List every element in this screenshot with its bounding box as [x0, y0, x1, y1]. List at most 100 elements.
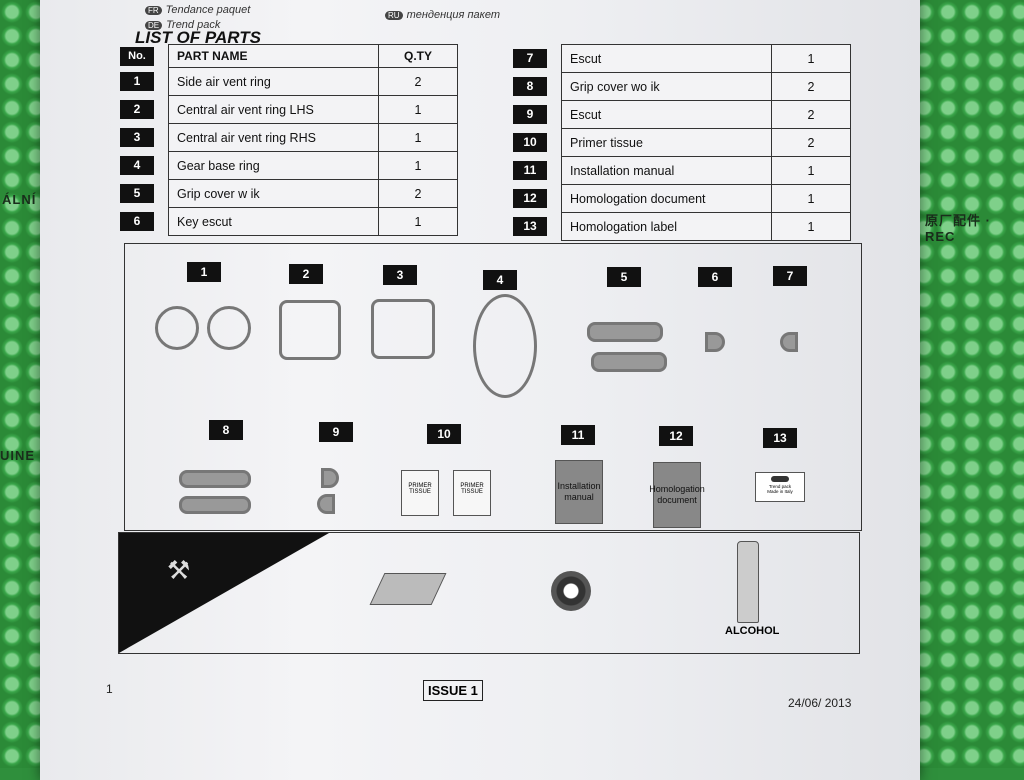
- central-vent-ring-illustration: [279, 300, 341, 360]
- tape-roll-icon: [551, 571, 591, 611]
- part-name: Primer tissue: [561, 128, 772, 157]
- part-name: Homologation label: [561, 212, 772, 241]
- figure-number: 5: [607, 267, 641, 287]
- grip-cover-illustration: [587, 322, 663, 342]
- part-qty: 1: [771, 156, 851, 185]
- part-qty: 1: [378, 207, 458, 236]
- part-qty: 1: [771, 184, 851, 213]
- issue-date: 24/06/ 2013: [788, 696, 852, 710]
- part-qty: 1: [378, 123, 458, 152]
- part-qty: 1: [771, 44, 851, 73]
- primer-tissue-illustration: PRIMER TISSUE: [401, 470, 439, 516]
- col-part-header: PART NAME: [168, 44, 379, 68]
- figure-number: 4: [483, 270, 517, 290]
- part-number: 1: [120, 72, 154, 91]
- homologation-document-illustration: Homologation document: [649, 462, 705, 528]
- figure-number: 8: [209, 420, 243, 440]
- part-number: 11: [513, 161, 547, 180]
- escut-illustration: [780, 332, 798, 352]
- escut-illustration: [317, 494, 335, 514]
- col-qty-header: Q.TY: [378, 44, 458, 68]
- part-name: Gear base ring: [168, 151, 379, 180]
- part-name: Homologation document: [561, 184, 772, 213]
- part-number: 4: [120, 156, 154, 175]
- part-number: 5: [120, 184, 154, 203]
- figure-number: 3: [383, 265, 417, 285]
- part-qty: 1: [378, 151, 458, 180]
- plastic-print: 原厂配件 · REC: [925, 213, 991, 244]
- figure-number: 11: [561, 425, 595, 445]
- part-number: 6: [120, 212, 154, 231]
- grip-cover-illustration: [179, 470, 251, 488]
- part-number: 12: [513, 189, 547, 208]
- part-name: Grip cover w ik: [168, 179, 379, 208]
- side-vent-ring-illustration: [155, 306, 199, 350]
- part-qty: 2: [771, 72, 851, 101]
- part-qty: 2: [771, 128, 851, 157]
- figure-number: 12: [659, 426, 693, 446]
- central-vent-ring-illustration: [371, 299, 435, 359]
- homologation-label-illustration: Trend pack Made in Italy: [755, 472, 805, 502]
- key-escut-illustration: [705, 332, 725, 352]
- part-name: Key escut: [168, 207, 379, 236]
- part-number: 8: [513, 77, 547, 96]
- figure-number: 2: [289, 264, 323, 284]
- part-qty: 1: [771, 212, 851, 241]
- alcohol-bottle-icon: [737, 541, 759, 623]
- alcohol-label: ALCOHOL: [725, 625, 780, 637]
- parts-illustration-panel: 1 2 3 4 5 6 7 8 9 10 11 12 13 PRIMER TIS…: [124, 243, 862, 531]
- part-qty: 1: [378, 95, 458, 124]
- part-name: Central air vent ring RHS: [168, 123, 379, 152]
- installation-manual-illustration: Installation manual: [555, 460, 603, 524]
- part-name: Central air vent ring LHS: [168, 95, 379, 124]
- page-number: 1: [106, 682, 113, 696]
- part-number: 10: [513, 133, 547, 152]
- grip-cover-illustration: [179, 496, 251, 514]
- part-name: Escut: [561, 100, 772, 129]
- part-number: 9: [513, 105, 547, 124]
- issue-box: ISSUE 1: [423, 680, 483, 701]
- part-name: Escut: [561, 44, 772, 73]
- cloth-icon: [369, 573, 447, 605]
- part-number: 7: [513, 49, 547, 68]
- part-number: 2: [120, 100, 154, 119]
- part-qty: 2: [771, 100, 851, 129]
- side-vent-ring-illustration: [207, 306, 251, 350]
- part-number: 13: [513, 217, 547, 236]
- primer-tissue-illustration: PRIMER TISSUE: [453, 470, 491, 516]
- part-qty: 2: [378, 179, 458, 208]
- figure-number: 7: [773, 266, 807, 286]
- gear-base-ring-illustration: [473, 294, 537, 398]
- grip-cover-illustration: [591, 352, 667, 372]
- escut-illustration: [321, 468, 339, 488]
- figure-number: 9: [319, 422, 353, 442]
- figure-number: 13: [763, 428, 797, 448]
- part-qty: 2: [378, 67, 458, 96]
- part-name: Side air vent ring: [168, 67, 379, 96]
- figure-number: 1: [187, 262, 221, 282]
- tools-panel: ⚒ ALCOHOL: [118, 532, 860, 654]
- tool-triangle: [119, 533, 329, 653]
- toolbox-icon: ⚒: [167, 555, 191, 585]
- list-title: LIST OF PARTS: [135, 28, 261, 47]
- part-name: Grip cover wo ik: [561, 72, 772, 101]
- part-name: Installation manual: [561, 156, 772, 185]
- figure-number: 10: [427, 424, 461, 444]
